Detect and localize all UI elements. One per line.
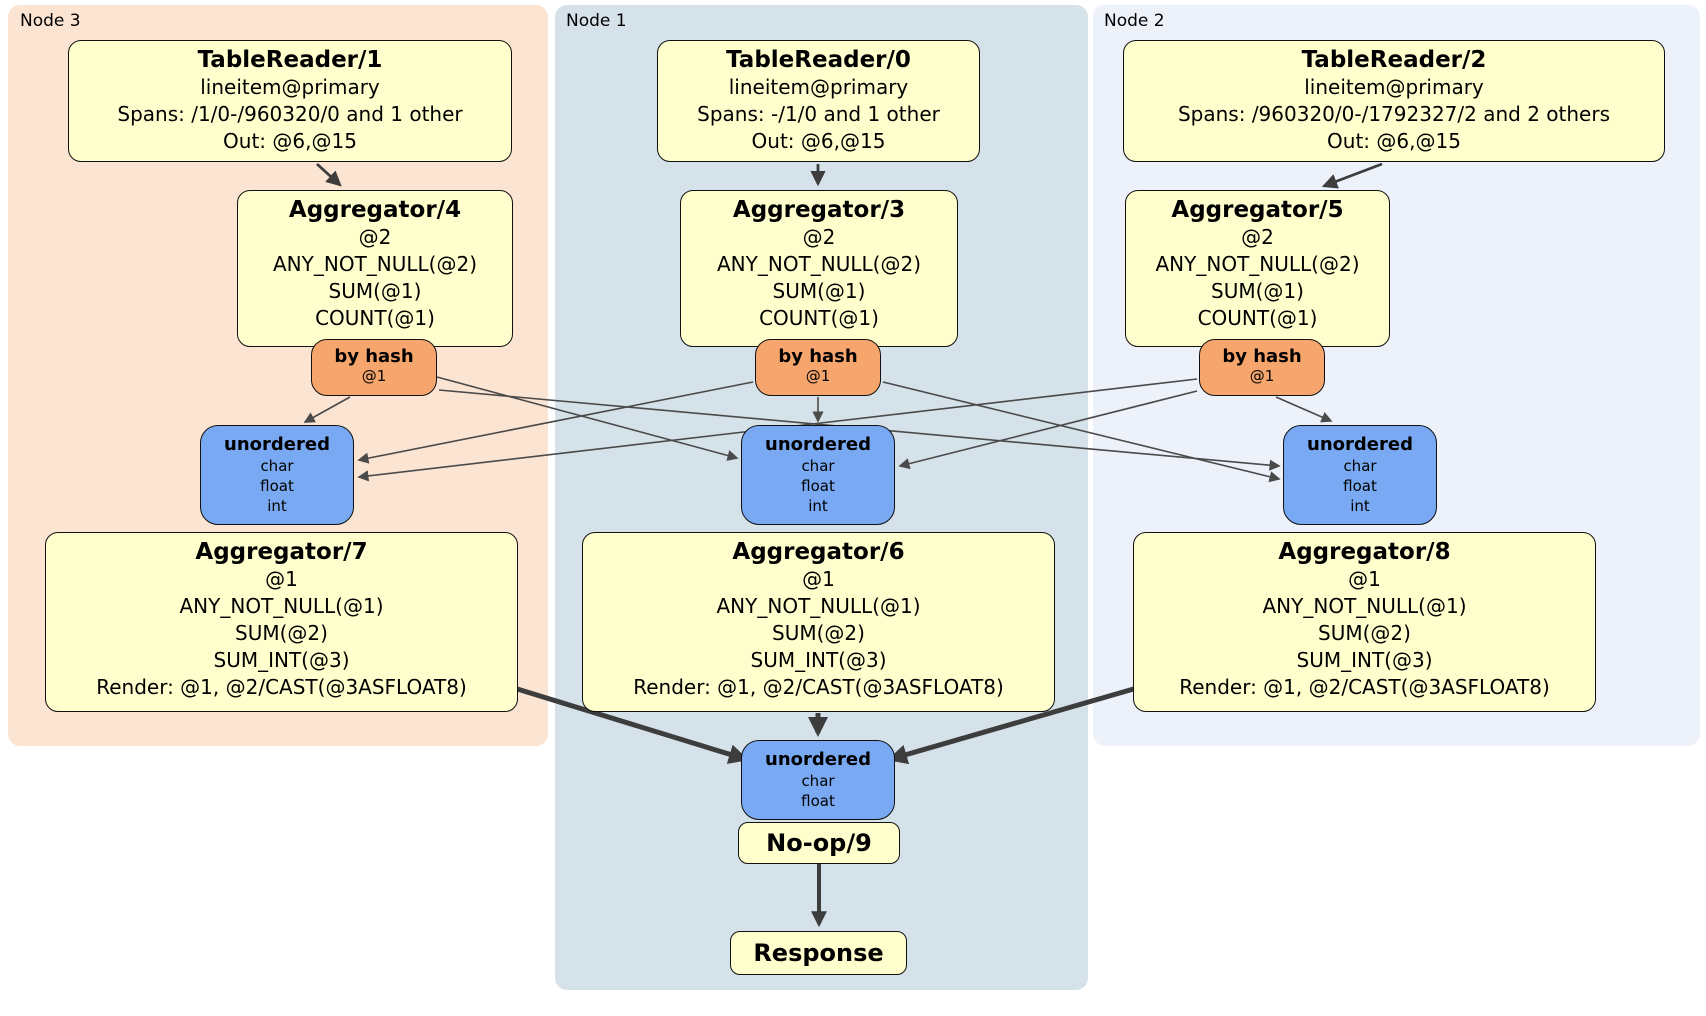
index-line: lineitem@primary: [200, 75, 380, 99]
sync-title: unordered: [224, 434, 330, 455]
node3-panel-label: Node 3: [20, 11, 81, 31]
spans-line: Spans: /1/0-/960320/0 and 1 other: [117, 102, 463, 126]
fn-line: COUNT(@1): [1197, 306, 1318, 330]
index-line: lineitem@primary: [1304, 75, 1484, 99]
fn-line: SUM(@1): [772, 279, 866, 303]
node-title: TableReader/1: [197, 47, 383, 73]
node-title: Aggregator/8: [1278, 539, 1451, 565]
hash-router-node2: by hash @1: [1199, 339, 1325, 396]
aggregator-5-node: Aggregator/5 @2 ANY_NOT_NULL(@2) SUM(@1)…: [1125, 190, 1390, 347]
unordered-sync-node3: unordered char float int: [200, 425, 354, 525]
sync-type: int: [267, 497, 287, 515]
fn-line: SUM(@1): [328, 279, 422, 303]
table-reader-0-node: TableReader/0 lineitem@primary Spans: -/…: [657, 40, 980, 162]
fn-line: ANY_NOT_NULL(@1): [716, 594, 921, 618]
node2-panel-label: Node 2: [1104, 11, 1165, 31]
node-title: TableReader/0: [726, 47, 911, 73]
table-reader-2-node: TableReader/2 lineitem@primary Spans: /9…: [1123, 40, 1665, 162]
sync-type: char: [801, 772, 835, 790]
render-line: Render: @1, @2/CAST(@3ASFLOAT8): [1179, 675, 1550, 699]
sync-type: char: [801, 457, 835, 475]
fn-line: SUM(@2): [772, 621, 865, 645]
unordered-merge-sync: unordered char float: [741, 740, 895, 820]
fn-line: ANY_NOT_NULL(@1): [179, 594, 384, 618]
fn-line: SUM(@2): [235, 621, 328, 645]
sync-type: float: [801, 477, 835, 495]
fn-line: SUM_INT(@3): [750, 648, 887, 672]
fn-line: COUNT(@1): [759, 306, 879, 330]
render-line: Render: @1, @2/CAST(@3ASFLOAT8): [96, 675, 467, 699]
spans-line: Spans: /960320/0-/1792327/2 and 2 others: [1177, 102, 1610, 126]
node-title: Aggregator/7: [195, 539, 368, 565]
group-line: @2: [802, 225, 836, 249]
out-line: Out: @6,@15: [751, 129, 886, 153]
router-title: by hash: [334, 346, 414, 367]
aggregator-8-node: Aggregator/8 @1 ANY_NOT_NULL(@1) SUM(@2)…: [1133, 532, 1596, 712]
sync-type: int: [1350, 497, 1370, 515]
aggregator-4-node: Aggregator/4 @2 ANY_NOT_NULL(@2) SUM(@1)…: [237, 190, 513, 347]
node-title: TableReader/2: [1301, 47, 1487, 73]
hash-router-node1: by hash @1: [755, 339, 881, 396]
sync-type: char: [1343, 457, 1377, 475]
group-line: @1: [802, 567, 835, 591]
group-line: @1: [265, 567, 298, 591]
spans-line: Spans: -/1/0 and 1 other: [697, 102, 940, 126]
sync-type: float: [1343, 477, 1377, 495]
fn-line: SUM_INT(@3): [213, 648, 350, 672]
router-title: by hash: [778, 346, 858, 367]
response-node: Response: [730, 931, 907, 975]
noop-node: No-op/9: [738, 822, 900, 864]
hash-router-node3: by hash @1: [311, 339, 437, 396]
node-title: No-op/9: [766, 829, 872, 857]
aggregator-3-node: Aggregator/3 @2 ANY_NOT_NULL(@2) SUM(@1)…: [680, 190, 958, 347]
aggregator-6-node: Aggregator/6 @1 ANY_NOT_NULL(@1) SUM(@2)…: [582, 532, 1055, 712]
render-line: Render: @1, @2/CAST(@3ASFLOAT8): [633, 675, 1004, 699]
fn-line: SUM_INT(@3): [1296, 648, 1433, 672]
aggregator-7-node: Aggregator/7 @1 ANY_NOT_NULL(@1) SUM(@2)…: [45, 532, 518, 712]
group-line: @1: [1348, 567, 1381, 591]
fn-line: SUM(@1): [1211, 279, 1304, 303]
router-key: @1: [361, 367, 387, 385]
router-key: @1: [805, 367, 831, 385]
sync-title: unordered: [1307, 434, 1413, 455]
node-title: Aggregator/4: [288, 197, 462, 223]
sync-type: float: [801, 792, 835, 810]
node-title: Aggregator/3: [732, 197, 906, 223]
node-title: Aggregator/5: [1171, 197, 1344, 223]
unordered-sync-node1: unordered char float int: [741, 425, 895, 525]
index-line: lineitem@primary: [728, 75, 909, 99]
node1-panel-label: Node 1: [566, 11, 627, 31]
out-line: Out: @6,@15: [223, 129, 357, 153]
node-title: Response: [753, 939, 884, 967]
sync-type: int: [808, 497, 828, 515]
group-line: @2: [1241, 225, 1274, 249]
group-line: @2: [358, 225, 392, 249]
fn-line: SUM(@2): [1318, 621, 1411, 645]
router-key: @1: [1249, 367, 1275, 385]
out-line: Out: @6,@15: [1327, 129, 1461, 153]
fn-line: ANY_NOT_NULL(@1): [1262, 594, 1467, 618]
sync-title: unordered: [765, 749, 871, 770]
unordered-sync-node2: unordered char float int: [1283, 425, 1437, 525]
sync-title: unordered: [765, 434, 871, 455]
sync-type: char: [260, 457, 294, 475]
fn-line: COUNT(@1): [315, 306, 435, 330]
fn-line: ANY_NOT_NULL(@2): [273, 252, 477, 276]
fn-line: ANY_NOT_NULL(@2): [1155, 252, 1360, 276]
sync-type: float: [260, 477, 294, 495]
node-title: Aggregator/6: [732, 539, 905, 565]
table-reader-1-node: TableReader/1 lineitem@primary Spans: /1…: [68, 40, 512, 162]
router-title: by hash: [1222, 346, 1302, 367]
fn-line: ANY_NOT_NULL(@2): [717, 252, 921, 276]
